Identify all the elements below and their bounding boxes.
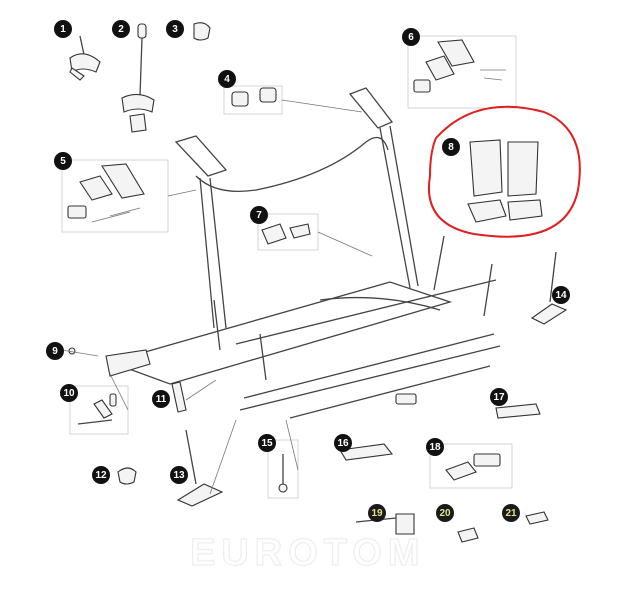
group-box-5 xyxy=(61,159,169,233)
group-box-7 xyxy=(257,213,319,251)
part-17-cover xyxy=(495,403,541,419)
part-3-knob xyxy=(193,22,211,41)
part-2-arm xyxy=(121,23,155,133)
group-box-10 xyxy=(69,385,129,435)
callout-19: 19 xyxy=(368,504,386,522)
callout-17: 17 xyxy=(490,388,508,406)
part-12-cap xyxy=(117,467,137,485)
callout-11: 11 xyxy=(152,390,170,408)
callout-16: 16 xyxy=(334,434,352,452)
callout-13: 13 xyxy=(170,466,188,484)
part-8-reflector-pads xyxy=(428,105,581,238)
callout-14: 14 xyxy=(552,286,570,304)
wheel-holder-13 xyxy=(176,429,224,507)
callout-3: 3 xyxy=(166,20,184,38)
part-20-key xyxy=(457,527,479,543)
main-frame xyxy=(107,87,501,419)
callout-10: 10 xyxy=(60,384,78,402)
callout-18: 18 xyxy=(426,438,444,456)
callout-4: 4 xyxy=(218,70,236,88)
wheel-holder-14 xyxy=(530,251,568,325)
callout-7: 7 xyxy=(250,206,268,224)
callout-8: 8 xyxy=(442,138,460,156)
callout-9: 9 xyxy=(46,342,64,360)
part-1-clamp xyxy=(69,35,101,81)
part-16-cover xyxy=(339,443,394,461)
part-11-bracket xyxy=(171,381,187,413)
callout-21: 21 xyxy=(502,504,520,522)
callout-6: 6 xyxy=(402,28,420,46)
callout-1: 1 xyxy=(54,20,72,38)
callout-12: 12 xyxy=(92,466,110,484)
group-box-6 xyxy=(407,35,517,109)
group-box-18 xyxy=(429,443,513,489)
part-21-key xyxy=(525,511,549,525)
highlight-circle xyxy=(428,105,581,238)
callout-2: 2 xyxy=(112,20,130,38)
callout-5: 5 xyxy=(54,152,72,170)
leader-lines xyxy=(61,99,373,495)
callout-15: 15 xyxy=(258,434,276,452)
part-19-lock xyxy=(395,513,415,535)
group-box-4 xyxy=(223,85,283,115)
callout-20: 20 xyxy=(436,504,454,522)
watermark: EUROTOM xyxy=(190,532,426,574)
group-box-15 xyxy=(267,439,299,499)
part-9-plug xyxy=(105,349,151,377)
